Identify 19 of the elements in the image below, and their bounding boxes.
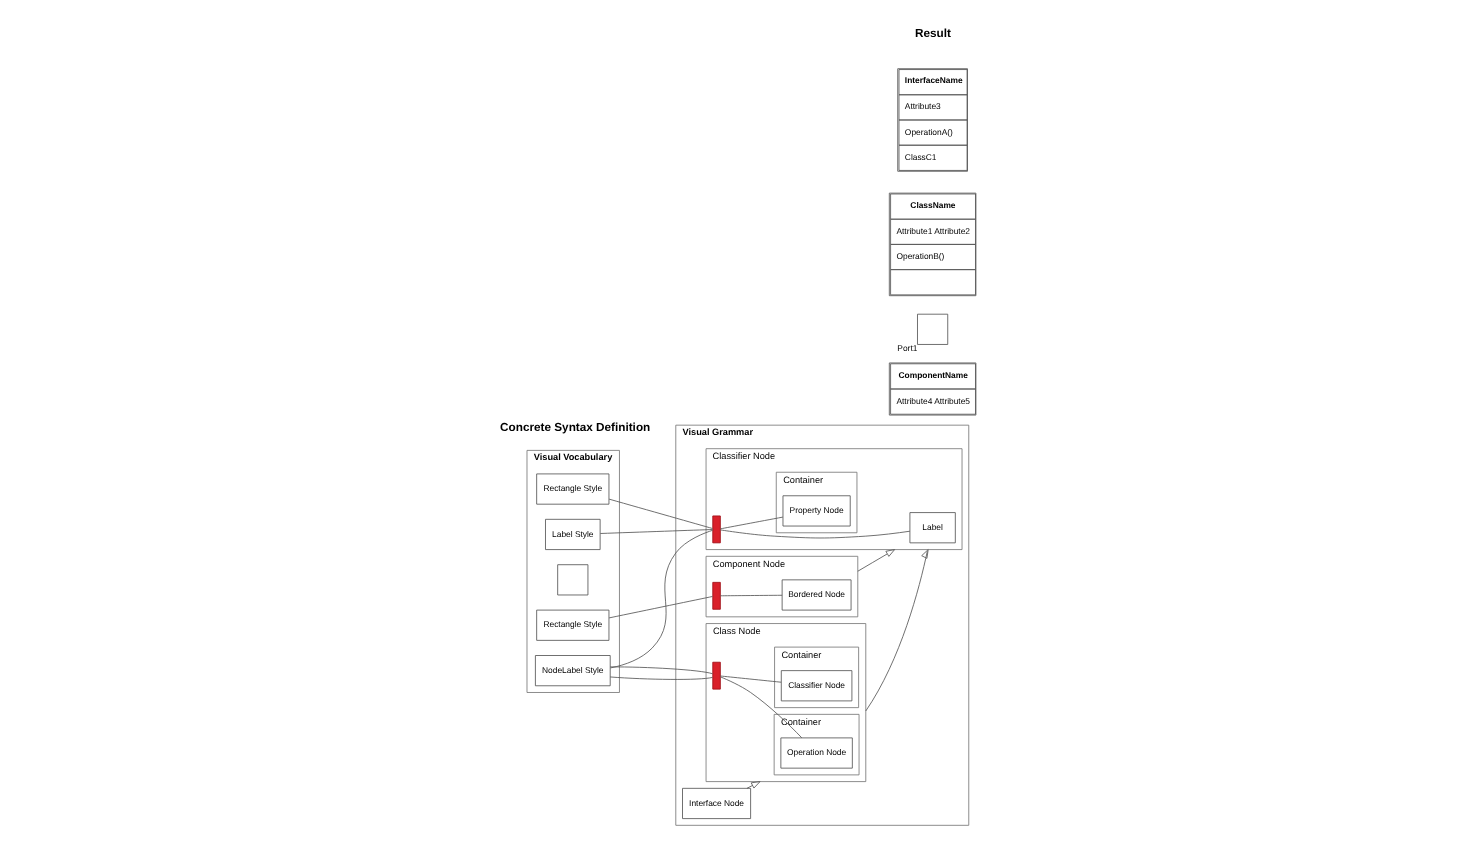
- node-box: [556, 564, 588, 596]
- node-box: [916, 313, 948, 345]
- arrow: [856, 549, 895, 572]
- node-bar: [711, 581, 720, 610]
- connector: [607, 498, 712, 529]
- arrow: [864, 549, 928, 712]
- connector: [607, 596, 712, 619]
- node-bar: [711, 661, 720, 690]
- connector: [609, 529, 713, 669]
- node-bar: [711, 515, 720, 544]
- connector: [719, 594, 782, 597]
- connector: [719, 529, 910, 539]
- connector: [719, 675, 781, 683]
- connector: [608, 666, 712, 675]
- connector: [719, 676, 802, 739]
- arrow: [745, 781, 760, 789]
- connector: [719, 516, 783, 530]
- connector: [608, 676, 712, 680]
- connector: [598, 529, 712, 534]
